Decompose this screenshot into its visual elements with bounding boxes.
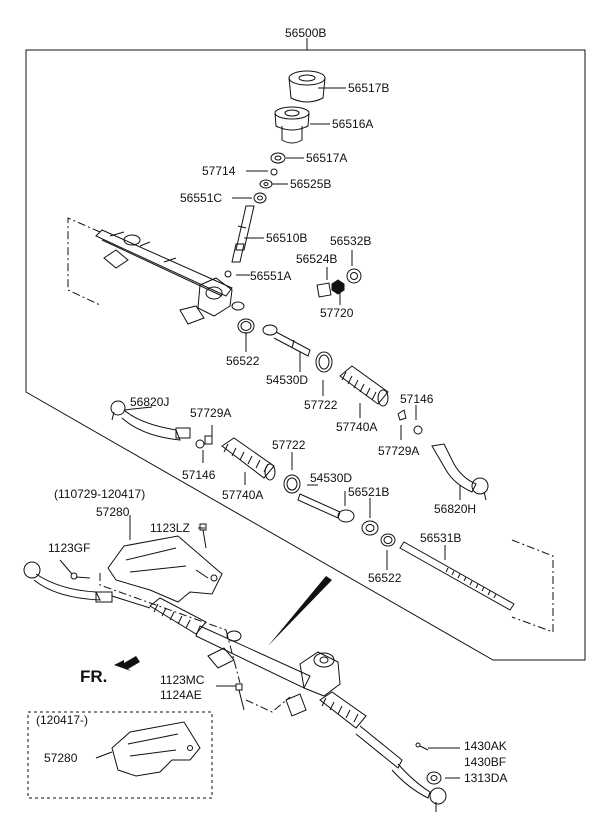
pinion-cap-56517b bbox=[288, 70, 326, 103]
pinion-shaft-56510b bbox=[231, 205, 255, 263]
ring-56522-upper bbox=[237, 318, 255, 334]
nut-57729a-left bbox=[204, 435, 213, 445]
part-label-57729a-right[interactable]: 57729A bbox=[378, 444, 420, 458]
rack-56531b bbox=[399, 541, 515, 611]
front-direction-label: FR. bbox=[80, 667, 108, 686]
part-label-56531b[interactable]: 56531B bbox=[420, 531, 462, 545]
part-label-57146-right[interactable]: 57146 bbox=[400, 392, 434, 406]
nut-57146-right bbox=[413, 425, 423, 435]
part-label-1430bf[interactable]: 1430BF bbox=[464, 755, 507, 769]
reference-lines bbox=[67, 217, 554, 713]
tie-rod-end-56820h bbox=[431, 443, 489, 501]
part-label-56522-lower[interactable]: 56522 bbox=[368, 571, 402, 585]
part-label-56551a[interactable]: 56551A bbox=[250, 269, 292, 283]
part-label-56517a[interactable]: 56517A bbox=[306, 151, 348, 165]
variant-box bbox=[27, 711, 213, 799]
direction-wedge-icon bbox=[268, 576, 332, 646]
bolt-1123mc bbox=[235, 683, 245, 711]
part-label-57722-upper[interactable]: 57722 bbox=[304, 398, 338, 412]
ring-56517a bbox=[270, 152, 286, 164]
part-label-54530d-lower[interactable]: 54530D bbox=[310, 471, 353, 485]
heat-shield-57280-lower bbox=[111, 721, 201, 777]
clamp-57722-upper bbox=[315, 351, 333, 373]
nut-1313da bbox=[426, 771, 442, 785]
part-label-57146-left[interactable]: 57146 bbox=[182, 468, 216, 482]
part-label-56524b[interactable]: 56524B bbox=[296, 252, 338, 266]
assembly-outline bbox=[25, 49, 586, 661]
part-label-56532b[interactable]: 56532B bbox=[330, 234, 372, 248]
variant-range-early: (110729-120417) bbox=[54, 487, 146, 501]
bushing-56521b bbox=[361, 520, 379, 536]
part-label-56521b[interactable]: 56521B bbox=[348, 485, 390, 499]
part-label-57280-lower[interactable]: 57280 bbox=[44, 751, 78, 765]
variant-range-late: (120417-) bbox=[36, 713, 89, 727]
clamp-57722-lower bbox=[283, 474, 301, 494]
part-label-56820j[interactable]: 56820J bbox=[130, 395, 170, 409]
part-label-56517b[interactable]: 56517B bbox=[348, 81, 390, 95]
part-label-57720[interactable]: 57720 bbox=[320, 306, 354, 320]
heat-shield-57280-upper bbox=[107, 535, 223, 603]
part-label-54530d-upper[interactable]: 54530D bbox=[266, 373, 309, 387]
bearing-56551a bbox=[224, 270, 232, 278]
bolt-1123gf bbox=[70, 572, 91, 580]
front-arrow-icon bbox=[114, 656, 140, 671]
upper-rack-housing bbox=[95, 229, 245, 325]
boot-57740a-left bbox=[221, 437, 276, 481]
bolt-1430ak bbox=[415, 742, 429, 751]
washer-57714 bbox=[270, 168, 278, 176]
part-label-57729a-left[interactable]: 57729A bbox=[190, 406, 232, 420]
inner-tie-rod-54530d-upper bbox=[262, 324, 311, 357]
part-label-56551c[interactable]: 56551C bbox=[180, 191, 223, 205]
part-label-57740a-right[interactable]: 57740A bbox=[336, 420, 378, 434]
ring-56522-lower bbox=[380, 533, 396, 547]
bushing-56524b bbox=[316, 282, 332, 298]
boot-57740a-right bbox=[339, 365, 389, 407]
part-label-56510b[interactable]: 56510B bbox=[266, 231, 308, 245]
part-label-1123lz[interactable]: 1123LZ bbox=[150, 521, 190, 535]
part-label-1123mc[interactable]: 1123MC bbox=[160, 673, 205, 687]
bushing-56532b bbox=[346, 268, 362, 284]
part-label-1313da[interactable]: 1313DA bbox=[464, 771, 508, 785]
bearing-56551c bbox=[253, 192, 267, 204]
clip-57720 bbox=[331, 279, 345, 295]
seal-56525b bbox=[259, 179, 273, 189]
assembled-steering-gear bbox=[23, 561, 447, 812]
part-label-57740a-left[interactable]: 57740A bbox=[222, 488, 264, 502]
nut-57729a-right bbox=[397, 409, 407, 421]
part-label-1124ae[interactable]: 1124AE bbox=[160, 688, 202, 702]
part-label-1123gf[interactable]: 1123GF bbox=[48, 541, 91, 555]
part-label-56820h[interactable]: 56820H bbox=[434, 502, 477, 516]
inner-tie-rod-54530d-lower bbox=[297, 493, 355, 523]
nut-57146-left bbox=[195, 439, 205, 449]
part-label-56522-upper[interactable]: 56522 bbox=[226, 354, 260, 368]
tie-rod-end-56820j bbox=[110, 400, 191, 441]
part-label-1430ak[interactable]: 1430AK bbox=[464, 739, 507, 753]
part-label-57714[interactable]: 57714 bbox=[202, 164, 236, 178]
part-label-57280-upper[interactable]: 57280 bbox=[96, 505, 130, 519]
part-label-57722-lower[interactable]: 57722 bbox=[272, 438, 306, 452]
part-label-56525b[interactable]: 56525B bbox=[290, 177, 332, 191]
bolt-1123lz bbox=[199, 523, 207, 549]
part-label-56516a[interactable]: 56516A bbox=[332, 117, 374, 131]
leader-lines bbox=[59, 87, 461, 779]
pinion-bearing-56516a bbox=[274, 106, 310, 144]
assembly-number[interactable]: 56500B bbox=[285, 26, 327, 40]
